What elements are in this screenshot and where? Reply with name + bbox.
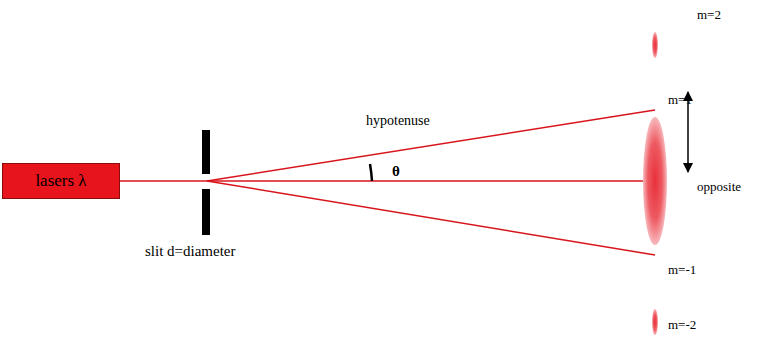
side-label: hypotenuse xyxy=(366,113,430,128)
slit-bar xyxy=(202,130,210,174)
light-ray xyxy=(207,180,655,182)
fringe-spot xyxy=(652,309,658,335)
side-label: opposite xyxy=(697,180,741,194)
angle-arc xyxy=(370,164,372,181)
order-label: m=1 xyxy=(668,93,692,107)
diffracted-rays xyxy=(207,110,655,255)
order-label: m=-2 xyxy=(668,318,696,332)
order-label: m=-1 xyxy=(668,263,696,277)
light-ray xyxy=(207,181,655,255)
laser-beam xyxy=(120,180,207,182)
central-maximum xyxy=(643,117,667,245)
light-ray xyxy=(207,110,655,181)
node-label: lasers λ xyxy=(35,171,86,191)
fringe-spot xyxy=(652,32,658,58)
angle-symbol: θ xyxy=(392,163,400,180)
order-label: m=2 xyxy=(697,8,721,22)
slit-bar xyxy=(202,189,210,235)
laser-box: lasers λ xyxy=(2,163,120,199)
slit-label: slit d=diameter xyxy=(145,243,236,260)
